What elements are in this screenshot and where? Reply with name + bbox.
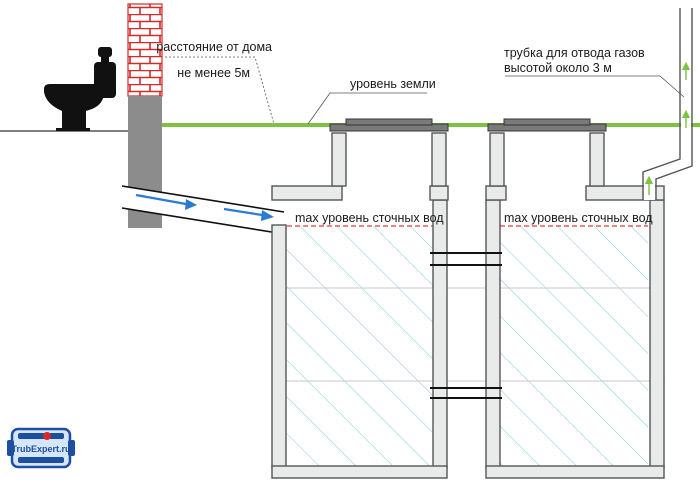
distance-leader-line (165, 56, 275, 125)
vent-label-line1: трубка для отвода газов (504, 46, 645, 60)
vent-pipe (642, 8, 693, 200)
manhole-necks (331, 132, 605, 187)
gas-arrow-icon (644, 61, 691, 195)
overflow-pipes (430, 252, 502, 399)
left-chamber-water (287, 226, 433, 468)
vent-pipe-fill (644, 8, 691, 200)
flow-arrow-icon (135, 193, 187, 206)
max-level-label-right: max уровень сточных вод (504, 211, 653, 225)
tank-walls (271, 199, 665, 479)
vent-label-line2: высотой около 3 м (504, 61, 612, 75)
ring-joints (272, 287, 665, 382)
max-level-label-left: max уровень сточных вод (295, 211, 444, 225)
brick-wall-icon (127, 3, 163, 97)
right-chamber-water (500, 226, 648, 468)
manhole-lids (329, 118, 607, 132)
vent-leader-line (505, 75, 685, 98)
ground-leader-line (307, 92, 427, 125)
logo-text: TrubExpert.ru (11, 444, 70, 454)
ground-level-label: уровень земли (350, 77, 436, 91)
inlet-pipe (121, 185, 285, 235)
distance-label-line2: не менее 5м (177, 66, 250, 80)
cover-slabs (271, 185, 665, 201)
logo-icon: TrubExpert.ru (7, 427, 75, 469)
distance-label-line1: расстояние от дома (156, 40, 272, 54)
flow-arrow-icon (223, 207, 263, 217)
toilet-icon (44, 47, 116, 131)
